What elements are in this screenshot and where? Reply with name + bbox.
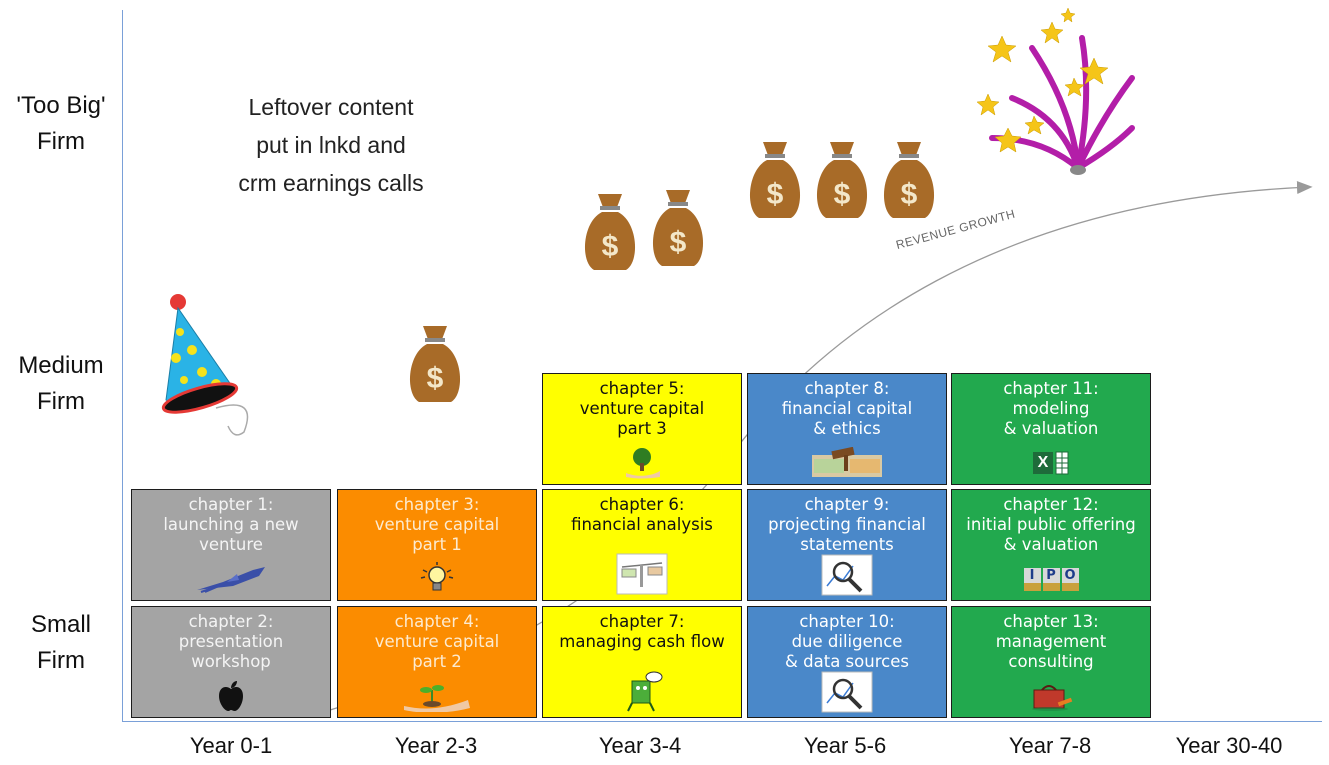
money-bag-icon: $ — [584, 194, 636, 270]
chapter-5-title: chapter 5: venture capital part 3 — [579, 379, 705, 438]
money-bag-icon: $ — [409, 326, 461, 402]
rocket-icon — [197, 567, 265, 593]
apple-icon — [219, 681, 243, 711]
money-bag-icon: $ — [883, 142, 935, 218]
x-label-year-7-8: Year 7-8 — [1008, 733, 1092, 758]
chapter-9-title: chapter 9: projecting financial statemen… — [768, 495, 926, 554]
chapter-7-card: chapter 7: managing cash flow — [542, 606, 742, 718]
chapter-1-title: chapter 1: launching a new venture — [163, 495, 299, 554]
money-bag-symbol: $ — [767, 178, 784, 211]
lightbulb-icon — [420, 562, 454, 591]
ipo-coins-icon: I P O — [1023, 567, 1079, 591]
x-axis-line — [122, 721, 1322, 722]
chapter-12-title: chapter 12: initial public offering & va… — [966, 495, 1136, 554]
ipo-letter-p: P — [1042, 567, 1060, 591]
chapter-2-card: chapter 2: presentation workshop — [131, 606, 331, 718]
chapter-8-card: chapter 8: financial capital & ethics — [747, 373, 947, 485]
money-bag-icon: $ — [652, 190, 704, 266]
chapter-11-card: chapter 11: modeling & valuation X — [951, 373, 1151, 485]
chapter-6-card: chapter 6: financial analysis — [542, 489, 742, 601]
money-bag-symbol: $ — [602, 230, 619, 263]
y-label-too-big-firm: 'Too Big' Firm — [16, 92, 106, 155]
chapter-3-title: chapter 3: venture capital part 1 — [374, 495, 500, 554]
chapter-13-title: chapter 13: management consulting — [995, 612, 1107, 671]
x-label-year-5-6: Year 5-6 — [803, 733, 887, 758]
chapter-10-card: chapter 10: due diligence & data sources — [747, 606, 947, 718]
magnifier-chart-icon — [821, 554, 873, 596]
chapter-5-card: chapter 5: venture capital part 3 — [542, 373, 742, 485]
chapter-2-title: chapter 2: presentation workshop — [178, 612, 284, 671]
y-label-medium-firm: Medium Firm — [18, 352, 104, 415]
leftover-content-note: Leftover content put in lnkd and crm ear… — [238, 94, 424, 196]
money-bag-symbol: $ — [427, 362, 444, 395]
money-bag-symbol: $ — [670, 226, 687, 259]
chapter-10-title: chapter 10: due diligence & data sources — [785, 612, 909, 671]
balance-scale-icon — [616, 553, 668, 595]
toolbox-icon — [1032, 685, 1073, 711]
excel-letter: X — [1032, 452, 1054, 474]
y-label-small-firm: Small Firm — [30, 611, 91, 674]
gavel-money-icon — [812, 447, 882, 477]
ipo-letter-o: O — [1061, 567, 1079, 591]
chapter-1-card: chapter 1: launching a new venture — [131, 489, 331, 601]
chapter-11-title: chapter 11: modeling & valuation — [1003, 379, 1099, 438]
fireworks-icon — [976, 8, 1135, 175]
excel-icon: X — [1032, 451, 1070, 475]
chapter-12-card: chapter 12: initial public offering & va… — [951, 489, 1151, 601]
money-bag-icon: $ — [749, 142, 801, 218]
chapter-7-title: chapter 7: managing cash flow — [559, 612, 725, 651]
ipo-letter-i: I — [1023, 567, 1041, 591]
x-label-year-0-1: Year 0-1 — [189, 733, 273, 758]
x-label-year-3-4: Year 3-4 — [598, 733, 682, 758]
chapter-3-card: chapter 3: venture capital part 1 — [337, 489, 537, 601]
excel-grid-icon — [1055, 451, 1069, 475]
seedling-hand-icon — [404, 685, 470, 712]
money-bag-symbol: $ — [834, 178, 851, 211]
chapter-8-title: chapter 8: financial capital & ethics — [781, 379, 913, 438]
money-bag-symbol: $ — [901, 178, 918, 211]
chapter-4-card: chapter 4: venture capital part 2 — [337, 606, 537, 718]
chapter-6-title: chapter 6: financial analysis — [571, 495, 713, 534]
x-label-year-2-3: Year 2-3 — [394, 733, 478, 758]
tree-hand-icon — [626, 448, 660, 479]
x-label-year-30-40: Year 30-40 — [1175, 733, 1283, 758]
money-bag-icon: $ — [816, 142, 868, 218]
y-axis-line — [122, 10, 123, 722]
magnifier-chart-icon — [821, 671, 873, 713]
chapter-4-title: chapter 4: venture capital part 2 — [374, 612, 500, 671]
chapter-9-card: chapter 9: projecting financial statemen… — [747, 489, 947, 601]
money-character-icon — [627, 671, 663, 712]
party-hat-icon — [161, 294, 249, 436]
chapter-13-card: chapter 13: management consulting — [951, 606, 1151, 718]
